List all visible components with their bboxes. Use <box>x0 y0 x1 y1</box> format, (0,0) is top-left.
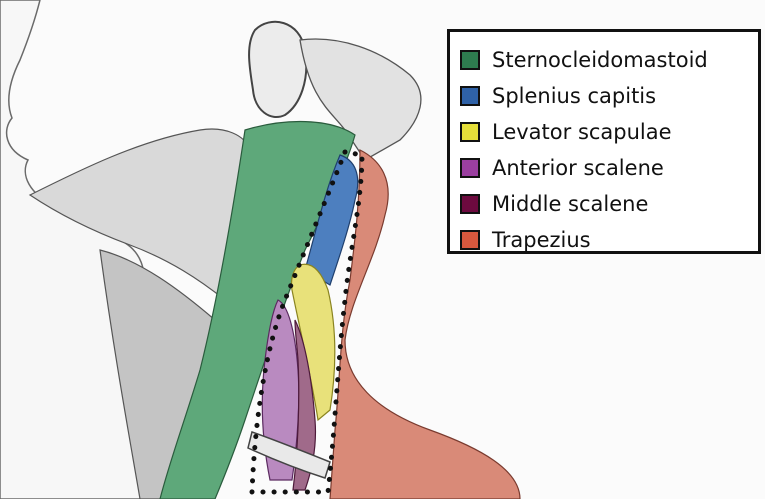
legend-label-trapezius: Trapezius <box>492 228 591 252</box>
sternocleidomastoid-muscle <box>159 120 356 499</box>
legend-item-splenius-capitis: Splenius capitis <box>460 78 758 114</box>
legend-label-levator-scapulae: Levator scapulae <box>492 120 672 144</box>
legend-swatch-middle-scalene <box>460 194 480 214</box>
splenius-capitis-muscle <box>304 154 359 286</box>
clavicle <box>247 431 331 479</box>
occipital-region <box>299 38 422 161</box>
legend-swatch-anterior-scalene <box>460 158 480 178</box>
legend-label-splenius-capitis: Splenius capitis <box>492 84 657 108</box>
anterior-scalene-muscle <box>261 299 300 481</box>
legend-label-middle-scalene: Middle scalene <box>492 192 649 216</box>
trapezius-muscle <box>329 149 521 499</box>
legend-label-sternocleidomastoid: Sternocleidomastoid <box>492 48 708 72</box>
legend-swatch-levator-scapulae <box>460 122 480 142</box>
legend-swatch-sternocleidomastoid <box>460 50 480 70</box>
legend-swatch-splenius-capitis <box>460 86 480 106</box>
legend-item-middle-scalene: Middle scalene <box>460 186 758 222</box>
middle-scalene-muscle <box>292 319 317 491</box>
legend-label-anterior-scalene: Anterior scalene <box>492 156 664 180</box>
legend-item-sternocleidomastoid: Sternocleidomastoid <box>460 42 758 78</box>
legend-item-levator-scapulae: Levator scapulae <box>460 114 758 150</box>
legend-item-anterior-scalene: Anterior scalene <box>460 150 758 186</box>
legend-item-trapezius: Trapezius <box>460 222 758 258</box>
muscle-legend: Sternocleidomastoid Splenius capitis Lev… <box>447 29 761 254</box>
legend-swatch-trapezius <box>460 230 480 250</box>
ear <box>248 20 308 118</box>
